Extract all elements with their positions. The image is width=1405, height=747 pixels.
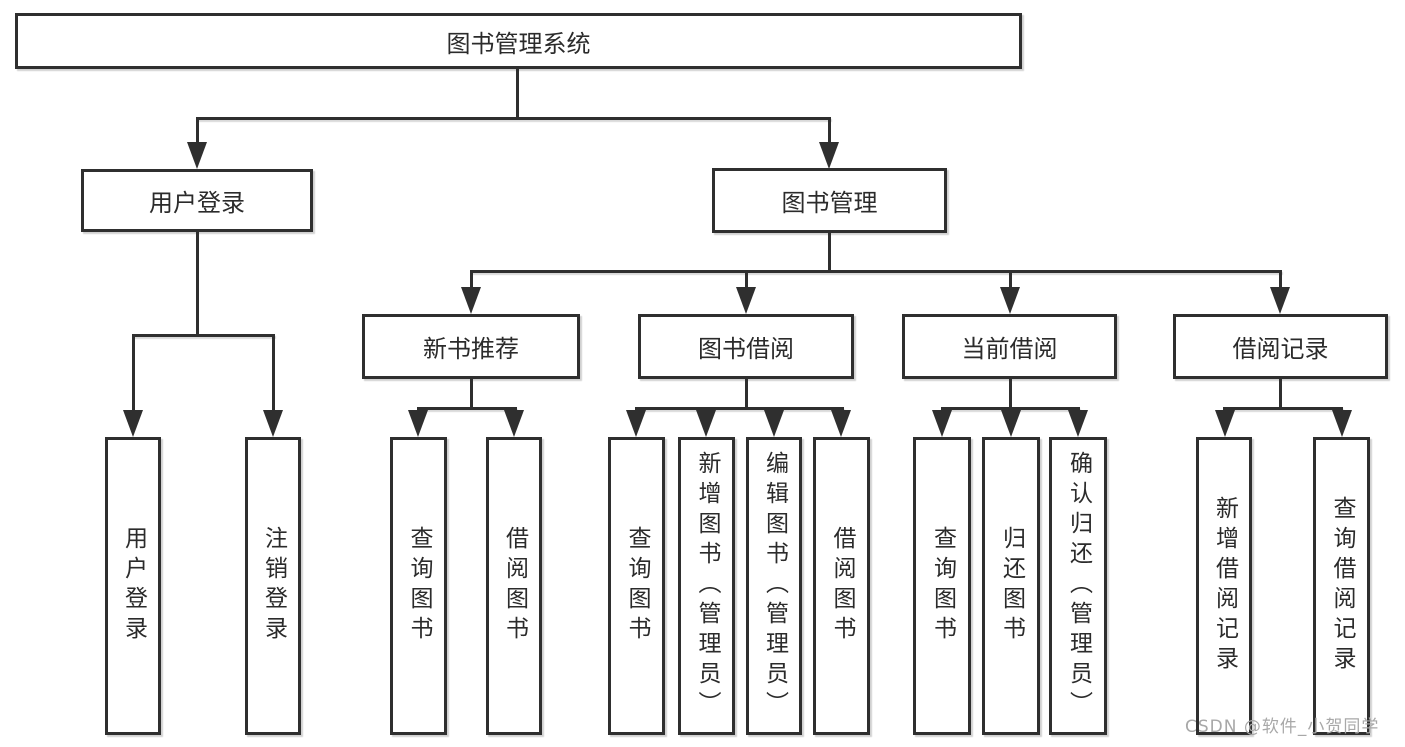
connector-line [1223, 407, 1343, 410]
node-new-book-recommend: 新书推荐 [362, 314, 580, 379]
arrowhead-down-icon [764, 410, 784, 437]
arrowhead-down-icon [1215, 410, 1235, 437]
arrowhead-down-icon [831, 410, 851, 437]
leaf-borrow-books-recommend-label: 借阅图书 [501, 526, 528, 646]
node-user-login: 用户登录 [81, 169, 313, 232]
leaf-edit-books-admin: 编辑图书（管理员） [746, 437, 802, 735]
arrowhead-down-icon [696, 410, 716, 437]
leaf-logout-label: 注销登录 [260, 526, 287, 646]
connector-line [417, 407, 517, 410]
leaf-borrow-books: 借阅图书 [813, 437, 870, 735]
arrowhead-down-icon [504, 410, 524, 437]
arrowhead-down-icon [187, 142, 207, 169]
leaf-user-login: 用户登录 [105, 437, 161, 735]
arrowhead-down-icon [626, 410, 646, 437]
leaf-add-books-admin-label: 新增图书（管理员） [694, 451, 720, 721]
connector-line [1279, 379, 1282, 410]
connector-line [1009, 270, 1012, 289]
leaf-user-login-label: 用户登录 [120, 526, 147, 646]
connector-line [196, 117, 199, 144]
leaf-query-borrow-record: 查询借阅记录 [1313, 437, 1370, 735]
arrowhead-down-icon [819, 142, 839, 169]
connector-line [745, 379, 748, 410]
leaf-return-books-label: 归还图书 [998, 526, 1025, 646]
leaf-query-books-borrow: 查询图书 [608, 437, 665, 735]
leaf-query-books-recommend-label: 查询图书 [406, 526, 432, 646]
connector-line [1279, 270, 1282, 289]
leaf-return-books: 归还图书 [982, 437, 1040, 735]
connector-line [132, 334, 275, 337]
leaf-query-books-current: 查询图书 [913, 437, 971, 735]
arrowhead-down-icon [1000, 287, 1020, 314]
leaf-edit-books-admin-label: 编辑图书（管理员） [761, 451, 788, 721]
node-book-borrow-label: 图书借阅 [698, 335, 794, 363]
leaf-add-borrow-record-label: 新增借阅记录 [1211, 496, 1238, 676]
arrowhead-down-icon [736, 287, 756, 314]
leaf-borrow-books-label: 借阅图书 [829, 526, 855, 646]
connector-line [470, 270, 1282, 273]
connector-line [272, 334, 275, 412]
connector-line [745, 270, 748, 289]
leaf-add-books-admin: 新增图书（管理员） [678, 437, 735, 735]
connector-line [828, 117, 831, 144]
arrowhead-down-icon [1001, 410, 1021, 437]
arrowhead-down-icon [263, 410, 283, 437]
connector-line [635, 407, 844, 410]
csdn-watermark: CSDN @软件_小贺同学 [1185, 717, 1380, 737]
leaf-query-books-recommend: 查询图书 [390, 437, 447, 735]
connector-line [196, 232, 199, 337]
connector-line [1009, 379, 1012, 410]
leaf-borrow-books-recommend: 借阅图书 [486, 437, 542, 735]
node-borrow-record: 借阅记录 [1173, 314, 1388, 379]
arrowhead-down-icon [1068, 410, 1088, 437]
node-current-borrow-label: 当前借阅 [961, 335, 1058, 363]
leaf-query-books-current-label: 查询图书 [929, 526, 956, 646]
leaf-logout: 注销登录 [245, 437, 301, 735]
node-book-management: 图书管理 [712, 168, 947, 233]
leaf-query-borrow-record-label: 查询借阅记录 [1329, 496, 1355, 676]
leaf-add-borrow-record: 新增借阅记录 [1196, 437, 1252, 735]
leaf-confirm-return-admin-label: 确认归还（管理员） [1065, 451, 1092, 721]
arrowhead-down-icon [461, 287, 481, 314]
node-book-borrow: 图书借阅 [638, 314, 854, 379]
arrowhead-down-icon [1332, 410, 1352, 437]
connector-line [132, 334, 135, 412]
arrowhead-down-icon [123, 410, 143, 437]
leaf-confirm-return-admin: 确认归还（管理员） [1049, 437, 1107, 735]
connector-line [828, 233, 831, 273]
arrowhead-down-icon [932, 410, 952, 437]
node-root-label: 图书管理系统 [446, 29, 591, 58]
node-current-borrow: 当前借阅 [902, 314, 1117, 379]
leaf-query-books-borrow-label: 查询图书 [624, 526, 650, 646]
connector-line [470, 379, 473, 410]
node-root: 图书管理系统 [15, 13, 1022, 69]
node-new-book-recommend-label: 新书推荐 [423, 335, 519, 363]
arrowhead-down-icon [408, 410, 428, 437]
connector-line [470, 270, 473, 289]
node-borrow-record-label: 借阅记录 [1232, 335, 1329, 363]
node-book-management-label: 图书管理 [781, 189, 878, 217]
node-user-login-label: 用户登录 [149, 189, 245, 217]
connector-line [516, 69, 519, 120]
arrowhead-down-icon [1270, 287, 1290, 314]
connector-line [196, 117, 831, 120]
